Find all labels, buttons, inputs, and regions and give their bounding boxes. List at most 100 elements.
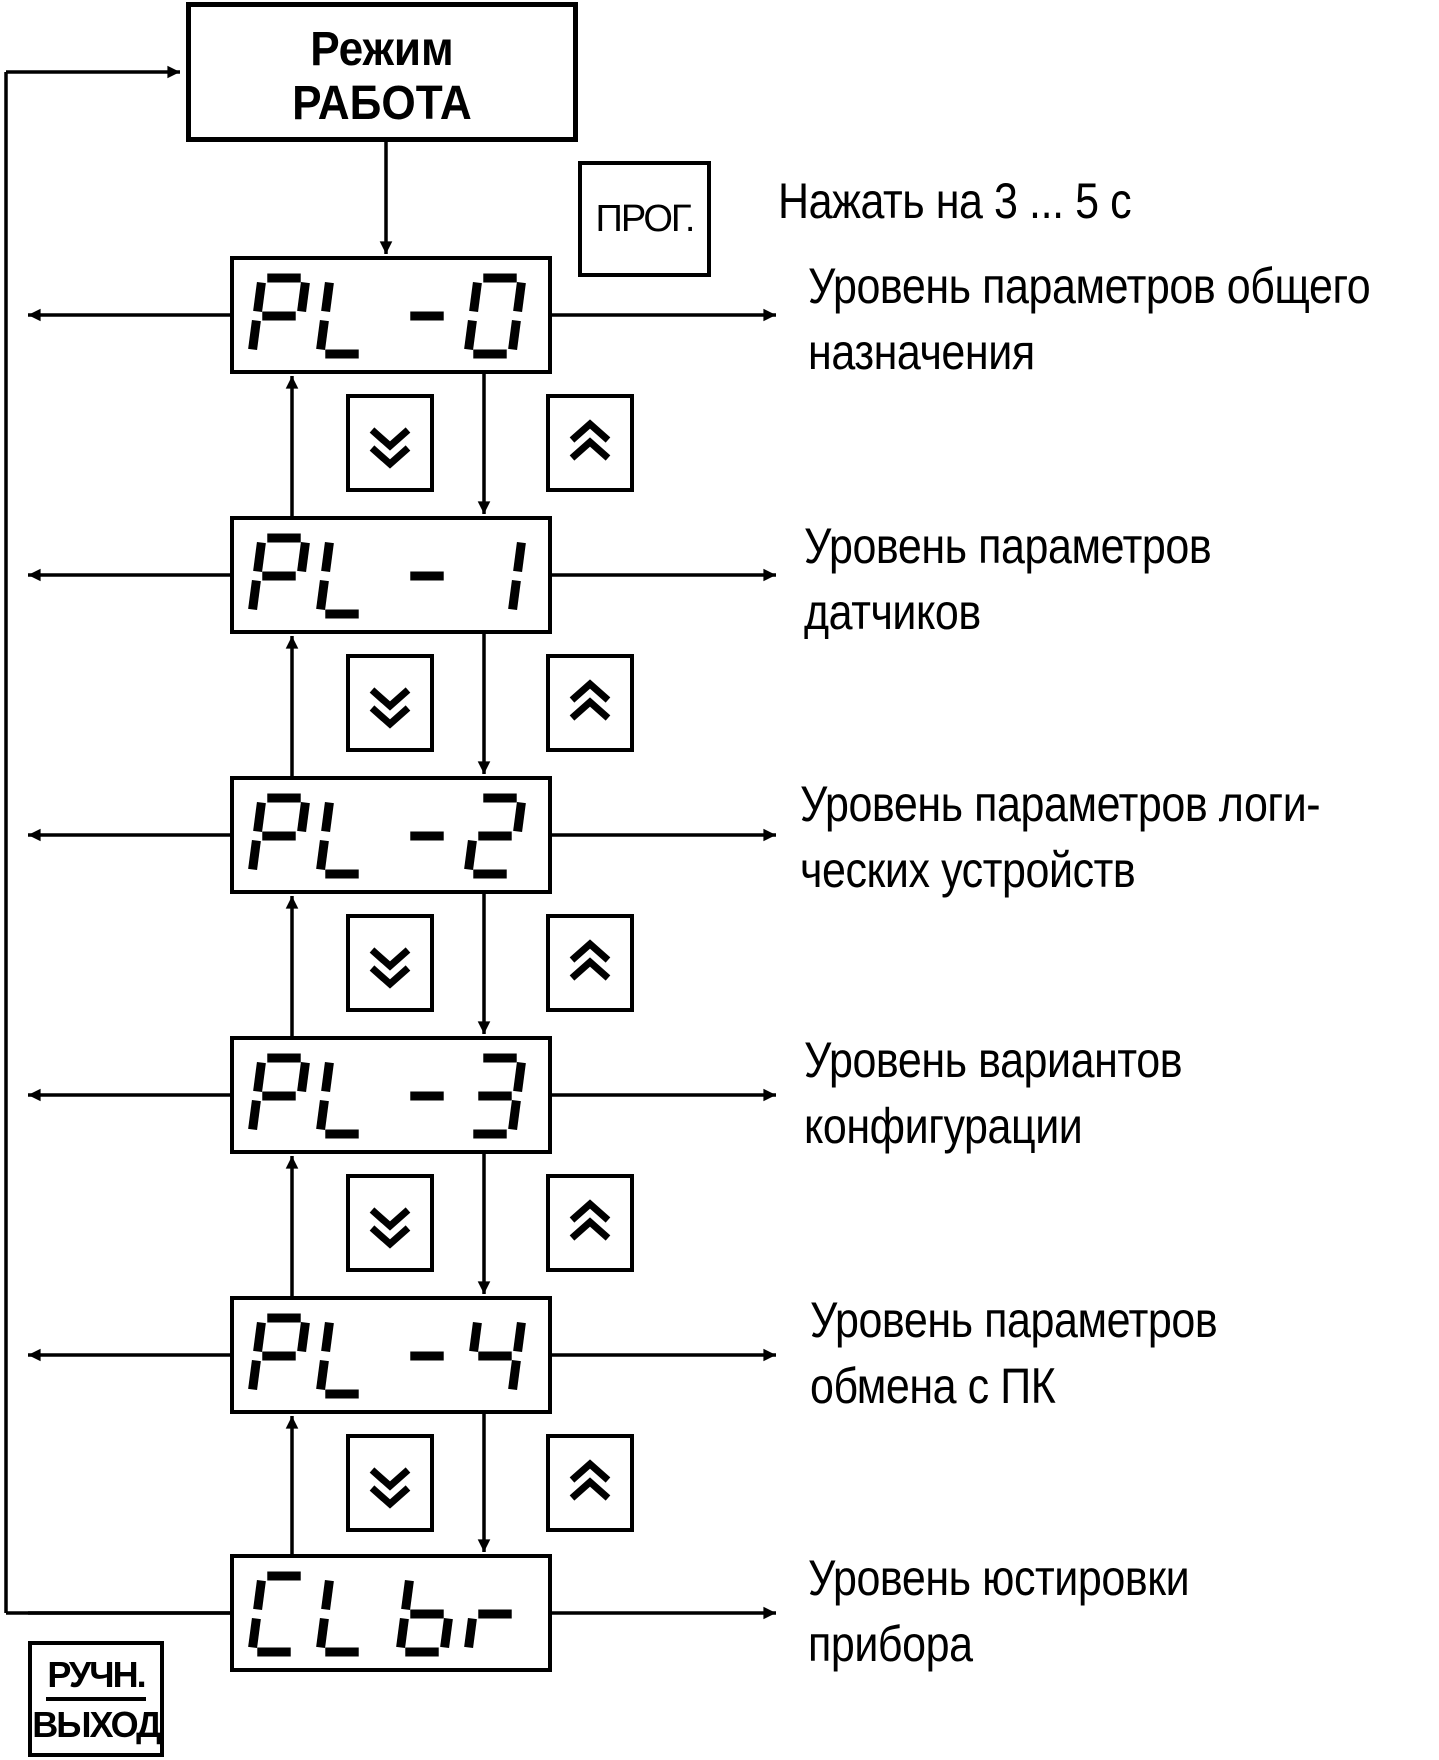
level-2-display-digits xyxy=(248,793,526,879)
level-0-desc-line1: Уровень параметров общего xyxy=(808,258,1371,314)
connector-lines xyxy=(4,65,776,1620)
chevron-up-lower xyxy=(569,1217,611,1241)
level-1-digit-0 xyxy=(248,533,310,611)
chevron-up-upper xyxy=(569,939,611,963)
segment-c xyxy=(440,1617,453,1649)
level-1-digit-3 xyxy=(508,541,526,611)
segment-f xyxy=(253,541,266,573)
double-chevron-down-icon xyxy=(369,427,411,469)
up-key-frame xyxy=(546,914,634,1012)
segment-f xyxy=(253,801,266,833)
down-key-0 xyxy=(346,394,434,492)
chevron-up-lower xyxy=(569,1477,611,1501)
level-2-desc-line2: ческих устройств xyxy=(800,842,1136,898)
segment-e xyxy=(316,319,329,351)
level-3-digit-3 xyxy=(473,1053,526,1139)
segment-c xyxy=(508,1359,521,1391)
segment-f xyxy=(401,1579,414,1611)
up-key-0 xyxy=(546,394,634,492)
double-chevron-down-icon xyxy=(369,687,411,729)
segment-e xyxy=(248,319,261,351)
chevron-down-lower xyxy=(369,705,411,729)
segment-f xyxy=(469,1321,482,1353)
level-0-display-digits xyxy=(248,273,526,359)
chevron-up-upper xyxy=(569,419,611,443)
mode-work-box: Режим РАБОТА xyxy=(186,2,578,142)
chevron-down-lower xyxy=(369,445,411,469)
segment-f xyxy=(321,1579,334,1611)
segment-f xyxy=(321,541,334,573)
level-3-desc-line2: конфигурации xyxy=(804,1098,1083,1154)
chevron-down-upper xyxy=(369,687,411,711)
segment-f xyxy=(253,1061,266,1093)
chevron-up-lower xyxy=(569,697,611,721)
chevron-up-lower xyxy=(569,957,611,981)
level-1-digit-1 xyxy=(316,541,359,619)
chevron-down-upper xyxy=(369,1207,411,1231)
chevron-down-upper xyxy=(369,427,411,451)
segment-e xyxy=(248,579,261,611)
chevron-down-lower xyxy=(369,1485,411,1509)
segment-b xyxy=(513,1321,526,1353)
prog-key[interactable]: ПРОГ. xyxy=(578,161,711,277)
segment-e xyxy=(248,1617,261,1649)
manual-exit-key[interactable]: РУЧН. ВЫХОД xyxy=(28,1641,164,1757)
segment-b xyxy=(297,1321,310,1353)
segment-e xyxy=(248,839,261,871)
segment-c xyxy=(508,579,521,611)
level-5-desc-line1: Уровень юстировки xyxy=(808,1550,1190,1606)
chevron-down-upper xyxy=(369,947,411,971)
prog-hint: Нажать на 3 ... 5 с xyxy=(778,173,1132,229)
segment-f xyxy=(253,281,266,313)
level-3-digit-1 xyxy=(316,1061,359,1139)
level-1-display-digits xyxy=(248,533,526,619)
chevron-down-lower xyxy=(369,1225,411,1249)
level-5-digit-2 xyxy=(396,1579,453,1657)
chevron-up-upper xyxy=(569,679,611,703)
down-key-4 xyxy=(346,1434,434,1532)
chevron-up-upper xyxy=(569,1459,611,1483)
level-5-digit-3 xyxy=(464,1609,512,1649)
segment-b xyxy=(513,281,526,313)
level-4-digit-1 xyxy=(316,1321,359,1399)
mode-name: РАБОТА xyxy=(292,77,472,130)
up-key-4 xyxy=(546,1434,634,1532)
level-1-desc-line2: датчиков xyxy=(804,584,981,640)
segment-e xyxy=(464,839,477,871)
exit-key-label-bottom: ВЫХОД xyxy=(32,1704,162,1745)
up-key-1 xyxy=(546,654,634,752)
chevron-down-upper xyxy=(369,1467,411,1491)
double-chevron-up-icon xyxy=(569,939,611,981)
level-5-digit-1 xyxy=(316,1579,359,1657)
segment-e xyxy=(316,1617,329,1649)
level-4-display-digits xyxy=(248,1313,526,1399)
segment-e xyxy=(464,1617,477,1649)
double-chevron-up-icon xyxy=(569,679,611,721)
level-4-desc-line2: обмена с ПК xyxy=(810,1358,1056,1414)
level-0-digit-1 xyxy=(316,281,359,359)
nav-keys xyxy=(346,394,634,1532)
segment-b xyxy=(513,801,526,833)
segment-f xyxy=(469,281,482,313)
down-key-frame xyxy=(346,1434,434,1532)
level-4-desc-line1: Уровень параметров xyxy=(810,1292,1218,1348)
level-5-desc-line2: прибора xyxy=(808,1616,973,1672)
segment-b xyxy=(297,281,310,313)
segment-e xyxy=(316,579,329,611)
level-3-desc-line1: Уровень вариантов xyxy=(804,1032,1183,1088)
segment-e xyxy=(248,1359,261,1391)
double-chevron-up-icon xyxy=(569,1459,611,1501)
segment-b xyxy=(297,541,310,573)
mode-title: Режим xyxy=(310,23,454,76)
prog-key-label: ПРОГ. xyxy=(595,197,696,240)
level-2-digit-0 xyxy=(248,793,310,871)
down-key-2 xyxy=(346,914,434,1012)
exit-key-label-top: РУЧН. xyxy=(47,1654,146,1695)
segment-e xyxy=(248,1099,261,1131)
segment-e xyxy=(316,1099,329,1131)
up-key-3 xyxy=(546,1174,634,1272)
segment-f xyxy=(253,1321,266,1353)
segment-e xyxy=(396,1617,409,1649)
chevron-up-upper xyxy=(569,1199,611,1223)
